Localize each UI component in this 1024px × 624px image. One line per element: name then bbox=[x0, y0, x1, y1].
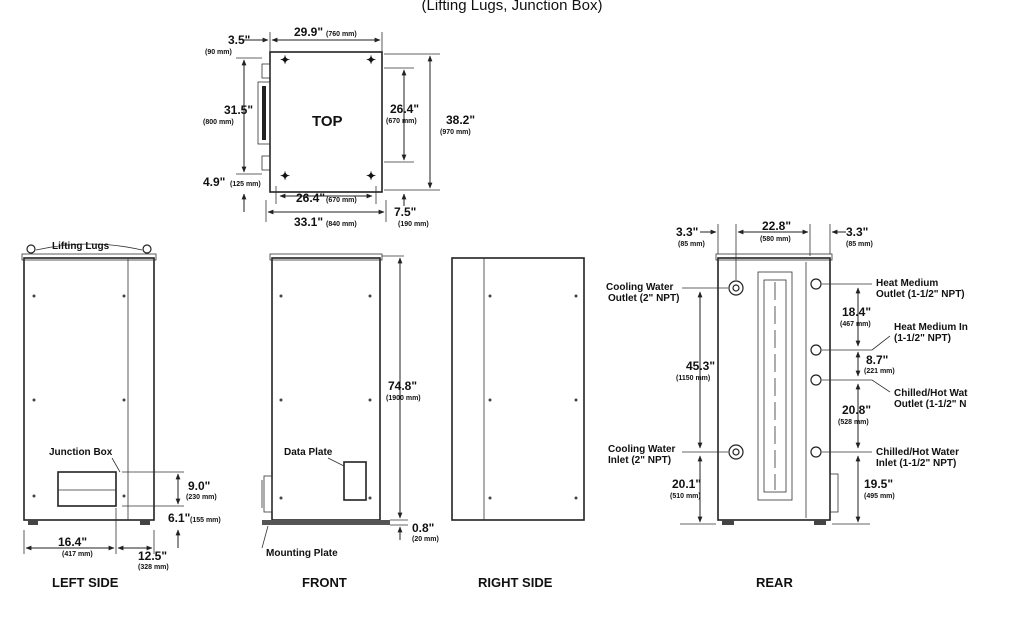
heat-medium-outlet-size: Outlet (1-1/2" NPT) bbox=[876, 289, 965, 300]
dim-left-9-0: 9.0" bbox=[188, 479, 210, 493]
cooling-water-outlet-port-icon bbox=[728, 280, 744, 296]
header-fragment: (Lifting Lugs, Junction Box) bbox=[422, 0, 603, 14]
dim-rear-20-8: 20.8" bbox=[842, 403, 871, 417]
corner-mark-icon: ✦ bbox=[366, 53, 376, 67]
heat-medium-inlet-label: Heat Medium In bbox=[894, 322, 968, 333]
dim-rear-3-3-left: 3.3" bbox=[676, 225, 698, 239]
left-side-view: Lifting Lugs Junction Box 9.0" (230 mm) … bbox=[21, 241, 221, 590]
dim-top-29-9-mm: (760 mm) bbox=[326, 31, 357, 38]
dim-rear-20-1-mm: (510 mm) bbox=[670, 493, 701, 500]
data-plate bbox=[343, 461, 367, 501]
rear-view-label: REAR bbox=[756, 575, 793, 590]
dim-top-3-5-mm: (90 mm) bbox=[205, 49, 232, 56]
heat-medium-outlet-port-icon bbox=[810, 278, 822, 290]
corner-mark-icon: ✦ bbox=[280, 169, 290, 183]
dim-left-12-5: 12.5" bbox=[138, 549, 167, 563]
dim-front-0-8: 0.8" bbox=[412, 521, 434, 535]
dim-top-38-2: 38.2" bbox=[446, 113, 475, 127]
dim-rear-45-3-mm: (1150 mm) bbox=[676, 375, 710, 382]
right-side-cabinet bbox=[451, 257, 585, 521]
dim-left-9-0-mm: (230 mm) bbox=[186, 494, 217, 501]
top-view-lug bbox=[261, 155, 271, 171]
dim-rear-3-3-right-mm: (85 mm) bbox=[846, 241, 873, 248]
dim-rear-18-4-mm: (467 mm) bbox=[840, 321, 871, 328]
dim-top-29-9: 29.9" bbox=[294, 25, 323, 39]
dim-top-4-9-mm: (125 mm) bbox=[230, 181, 261, 188]
left-side-view-label: LEFT SIDE bbox=[52, 575, 119, 590]
dim-rear-8-7-mm: (221 mm) bbox=[864, 368, 895, 375]
dim-rear-19-5: 19.5" bbox=[864, 477, 893, 491]
dim-rear-18-4: 18.4" bbox=[842, 305, 871, 319]
dim-left-12-5-mm: (328 mm) bbox=[138, 564, 169, 571]
rear-view: 3.3" (85 mm) 22.8" (580 mm) 3.3" (85 mm)… bbox=[606, 219, 968, 590]
top-view: ✦ ✦ ✦ ✦ TOP 3.5" (90 mm) 29.9" (760 mm) … bbox=[203, 25, 475, 229]
mounting-plate bbox=[262, 520, 390, 525]
cooling-water-inlet-port-icon bbox=[728, 444, 744, 460]
dim-left-6-1: 6.1" bbox=[168, 511, 190, 525]
dim-top-33-1-mm: (840 mm) bbox=[326, 221, 357, 228]
mounting-plate-label: Mounting Plate bbox=[266, 548, 338, 559]
dim-top-31-5: 31.5" bbox=[224, 103, 253, 117]
dim-rear-3-3-left-mm: (85 mm) bbox=[678, 241, 705, 248]
dim-top-33-1: 33.1" bbox=[294, 215, 323, 229]
dim-front-0-8-mm: (20 mm) bbox=[412, 536, 439, 543]
dim-left-6-1-mm: (155 mm) bbox=[190, 517, 221, 524]
dim-rear-19-5-mm: (495 mm) bbox=[864, 493, 895, 500]
dim-rear-20-1: 20.1" bbox=[672, 477, 701, 491]
dim-top-26-4-h: 26.4" bbox=[296, 191, 325, 205]
corner-mark-icon: ✦ bbox=[280, 53, 290, 67]
chilled-hot-water-outlet-port-icon bbox=[810, 374, 822, 386]
chilled-hot-water-outlet-size: Outlet (1-1/2" N bbox=[894, 399, 967, 410]
top-view-outline bbox=[269, 51, 383, 193]
cooling-water-outlet-size: Outlet (2" NPT) bbox=[608, 293, 679, 304]
dim-front-74-8-mm: (1900 mm) bbox=[386, 395, 421, 402]
cooling-water-outlet-label: Cooling Water bbox=[606, 282, 674, 293]
top-view-lug bbox=[261, 63, 271, 79]
dim-left-16-4-mm: (417 mm) bbox=[62, 551, 93, 558]
chilled-hot-water-inlet-port-icon bbox=[810, 446, 822, 458]
front-view-label: FRONT bbox=[302, 575, 347, 590]
rear-cabinet bbox=[717, 257, 831, 521]
cooling-water-inlet-label: Cooling Water bbox=[608, 444, 676, 455]
rear-coil bbox=[757, 271, 793, 501]
dim-top-38-2-mm: (970 mm) bbox=[440, 129, 471, 136]
lifting-lug-icon bbox=[142, 244, 152, 254]
chilled-hot-water-outlet-label: Chilled/Hot Wat bbox=[894, 388, 968, 399]
dim-top-3-5: 3.5" bbox=[228, 33, 250, 47]
dim-top-31-5-mm: (800 mm) bbox=[203, 119, 234, 126]
dim-rear-22-8-mm: (580 mm) bbox=[760, 236, 791, 243]
right-side-view: RIGHT SIDE bbox=[451, 257, 585, 590]
top-view-label: TOP bbox=[312, 113, 343, 130]
heat-medium-inlet-size: (1-1/2" NPT) bbox=[894, 333, 951, 344]
dim-top-7-5-mm: (190 mm) bbox=[398, 221, 429, 228]
right-side-view-label: RIGHT SIDE bbox=[478, 575, 553, 590]
dim-rear-45-3: 45.3" bbox=[686, 359, 715, 373]
dim-front-74-8: 74.8" bbox=[388, 379, 417, 393]
dim-rear-22-8: 22.8" bbox=[762, 219, 791, 233]
corner-mark-icon: ✦ bbox=[366, 169, 376, 183]
dim-left-16-4: 16.4" bbox=[58, 535, 87, 549]
cooling-water-inlet-size: Inlet (2" NPT) bbox=[608, 455, 671, 466]
top-view-side-flange bbox=[257, 81, 271, 145]
lifting-lugs-label: Lifting Lugs bbox=[52, 241, 110, 252]
front-view: Data Plate Mounting Plate 74.8" (1900 mm… bbox=[261, 253, 439, 590]
dim-top-7-5: 7.5" bbox=[394, 205, 416, 219]
dim-rear-8-7: 8.7" bbox=[866, 353, 888, 367]
dim-rear-20-8-mm: (528 mm) bbox=[838, 419, 869, 426]
chilled-hot-water-inlet-size: Inlet (1-1/2" NPT) bbox=[876, 458, 956, 469]
dim-rear-3-3-right: 3.3" bbox=[846, 225, 868, 239]
chilled-hot-water-inlet-label: Chilled/Hot Water bbox=[876, 447, 959, 458]
lifting-lug-icon bbox=[26, 244, 36, 254]
heat-medium-outlet-label: Heat Medium bbox=[876, 278, 938, 289]
junction-box bbox=[57, 471, 117, 507]
heat-medium-inlet-port-icon bbox=[810, 344, 822, 356]
data-plate-label: Data Plate bbox=[284, 447, 333, 458]
junction-box-label: Junction Box bbox=[49, 447, 113, 458]
dim-top-26-4-h-mm: (670 mm) bbox=[326, 197, 357, 204]
dim-top-26-4-v: 26.4" bbox=[390, 102, 419, 116]
dim-top-4-9: 4.9" bbox=[203, 175, 225, 189]
dim-top-26-4-v-mm: (670 mm) bbox=[386, 118, 417, 125]
